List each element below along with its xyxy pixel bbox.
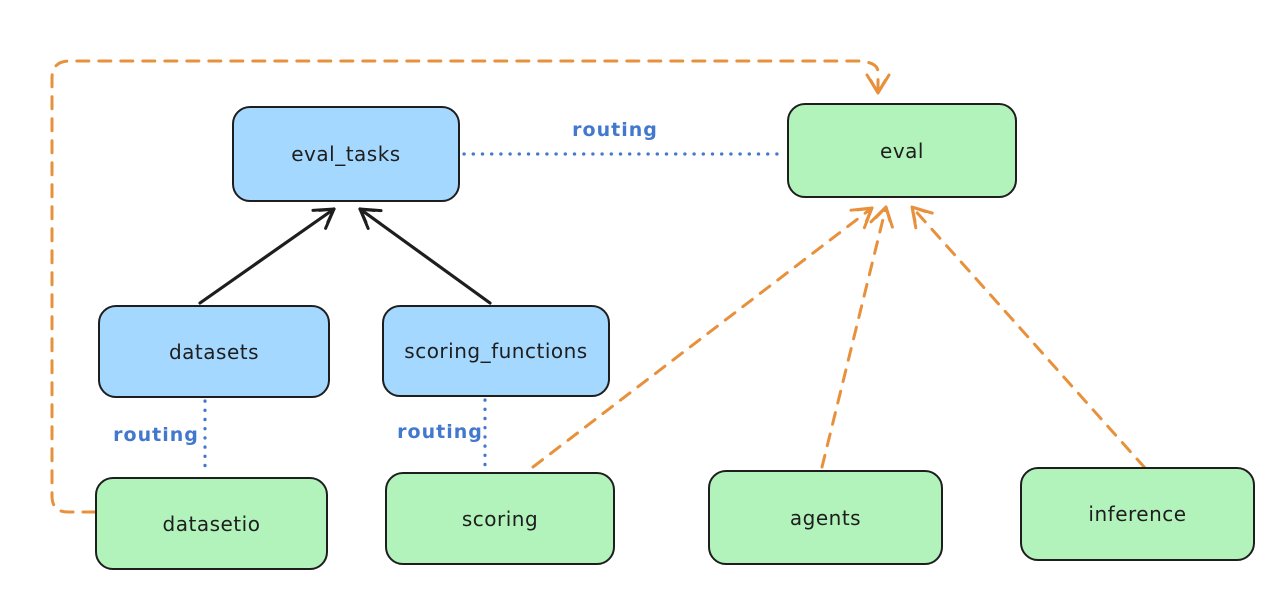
node-scoring-functions-label: scoring_functions: [404, 339, 588, 363]
node-datasets: datasets: [98, 305, 330, 398]
node-datasetio-label: datasetio: [162, 511, 261, 536]
node-eval-tasks: eval_tasks: [232, 106, 460, 202]
node-eval: eval: [787, 103, 1017, 198]
node-scoring: scoring: [385, 472, 615, 565]
edge-datasetio-to-eval: [50, 59, 891, 514]
node-scoring-label: scoring: [461, 506, 539, 531]
edge-label-routing-scoring-functions-scoring: routing: [397, 421, 483, 443]
edge-scoring-to-eval: [531, 206, 874, 469]
node-inference: inference: [1020, 467, 1255, 561]
node-scoring-functions: scoring_functions: [382, 305, 610, 397]
node-eval-tasks-label: eval_tasks: [291, 142, 401, 166]
edge-inference-to-eval: [910, 205, 1147, 470]
node-agents: agents: [708, 470, 943, 565]
edge-datasets-to-eval-tasks: [198, 207, 336, 305]
edge-agents-to-eval: [820, 205, 894, 469]
node-datasetio: datasetio: [95, 477, 328, 570]
node-agents-label: agents: [789, 505, 862, 530]
node-eval-label: eval: [880, 138, 924, 163]
node-datasets-label: datasets: [168, 339, 260, 364]
edge-label-routing-datasets-datasetio: routing: [113, 424, 199, 446]
node-inference-label: inference: [1088, 502, 1187, 526]
edge-scoring-functions-to-eval-tasks: [358, 207, 492, 305]
edge-label-routing-eval-tasks-eval: routing: [572, 119, 658, 141]
